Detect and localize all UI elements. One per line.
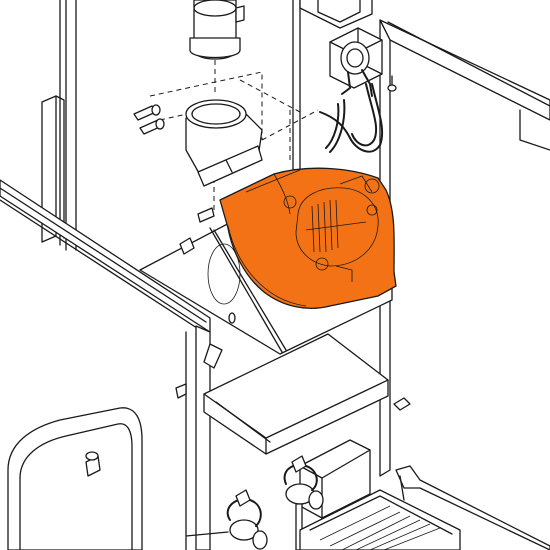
left-front-panel: [0, 179, 211, 550]
fan-assembly-icon: [219, 167, 397, 309]
rear-cabinet-frame: [41, 0, 301, 251]
pressure-switch-icon: [329, 27, 383, 97]
right-side-panel: [379, 19, 550, 477]
hose-clamp-left-icon: [185, 489, 268, 550]
top-bracket: [299, 0, 373, 29]
burner-grate: [299, 465, 550, 550]
burner-tray: [175, 333, 411, 455]
mounting-screws-icon: [133, 104, 165, 135]
hose-clamp-right-icon: [283, 455, 324, 550]
flue-pipe-icon: [189, 0, 245, 60]
expansion-tank-icon: [7, 407, 143, 550]
screw-icon: [387, 75, 397, 92]
elbow-adapter-icon: [185, 99, 263, 187]
pressure-hose-icon: [319, 83, 384, 153]
